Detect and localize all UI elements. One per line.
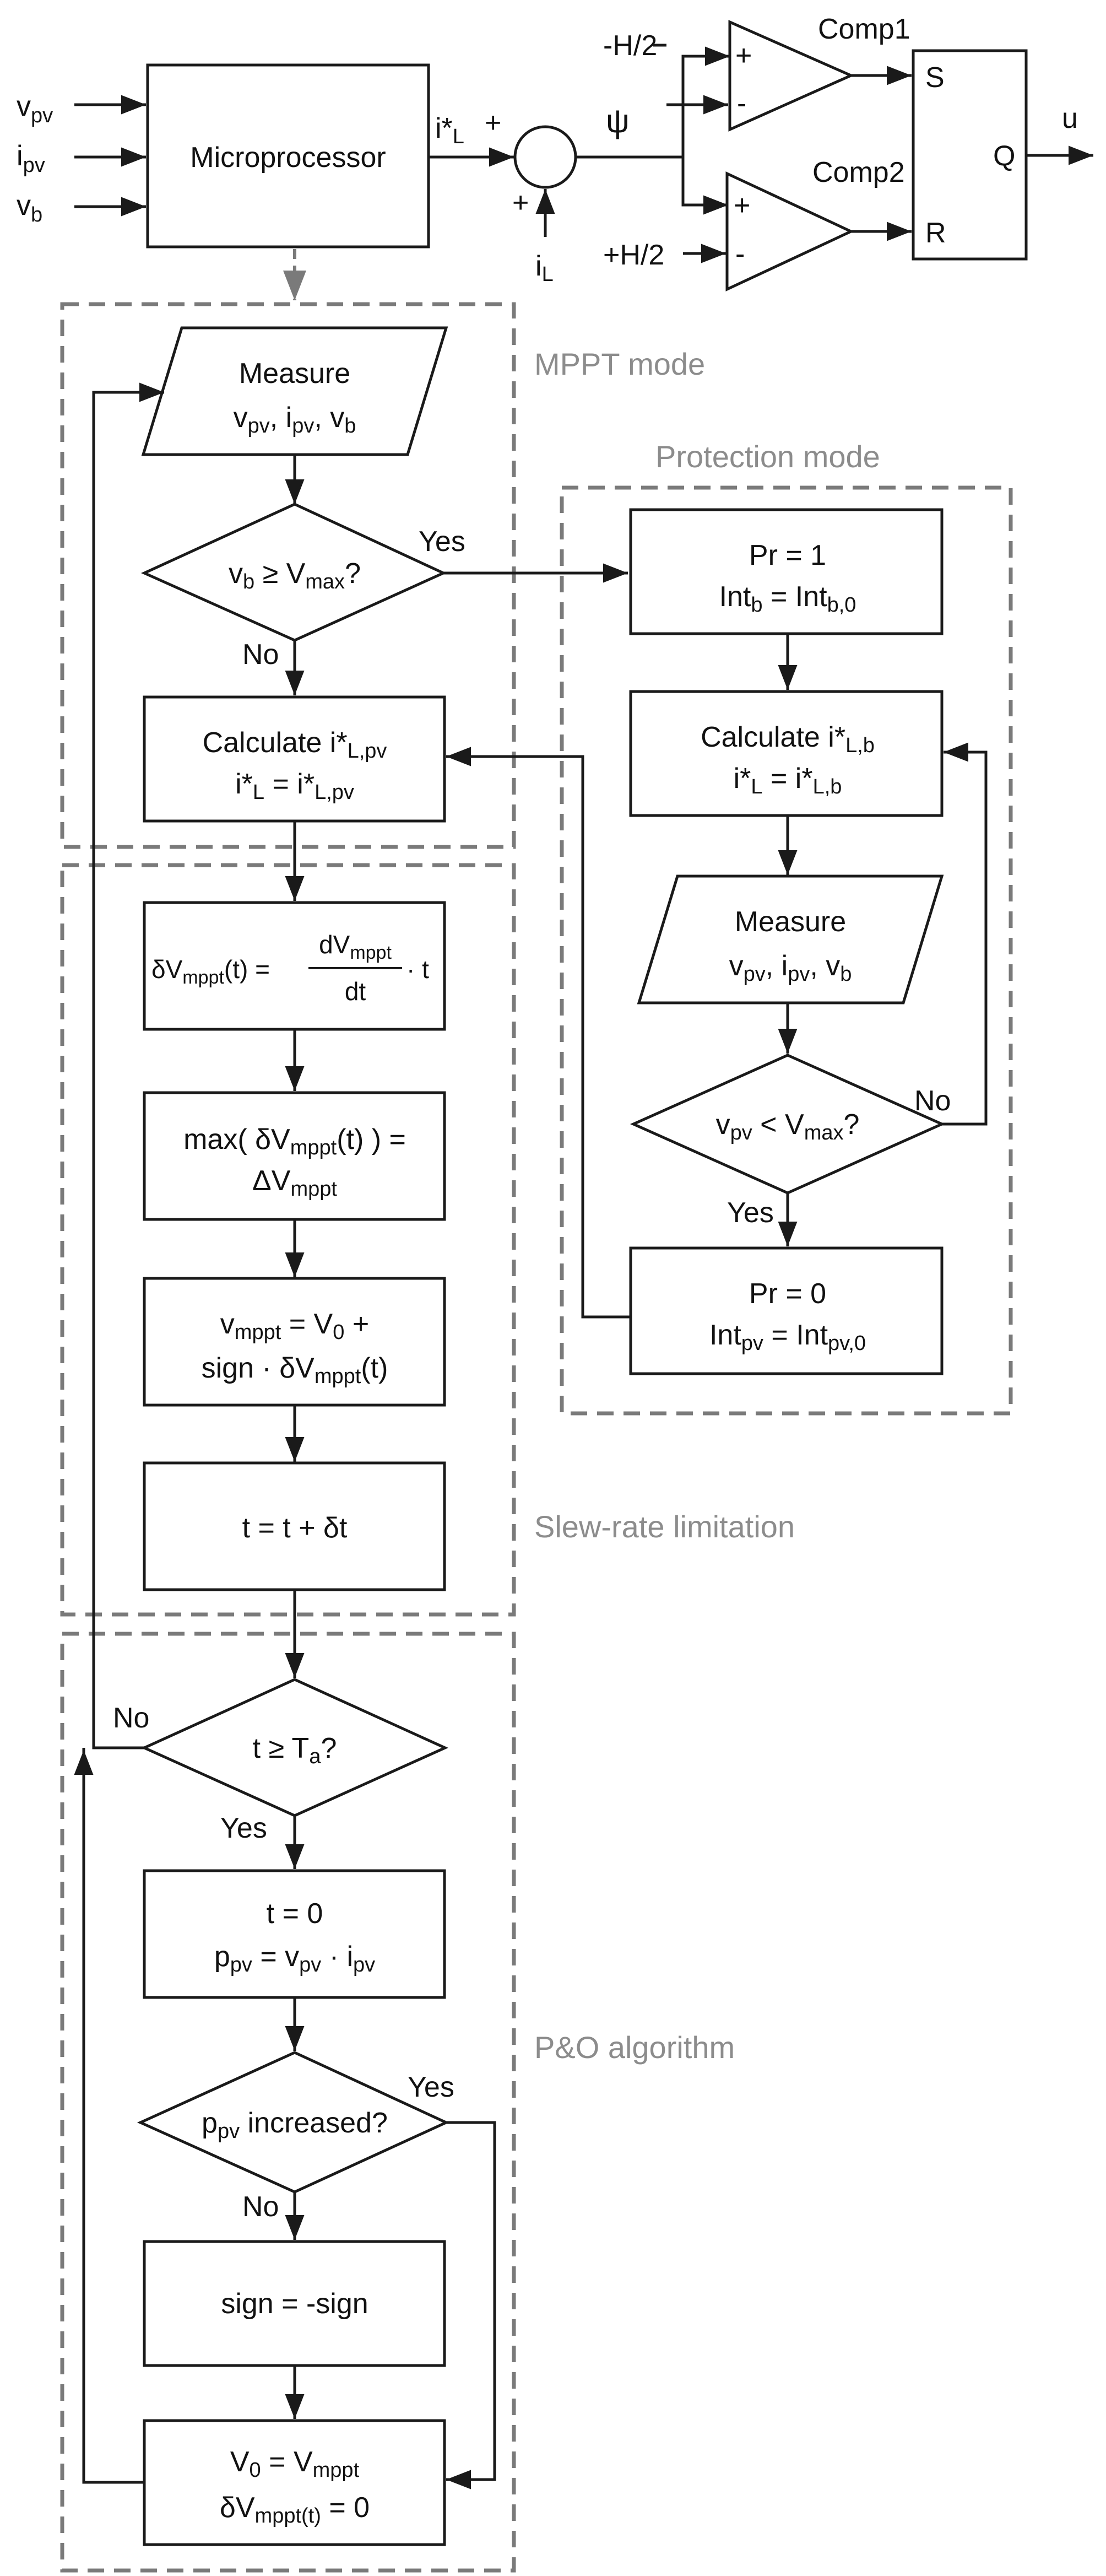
loop-vpv-no	[942, 750, 988, 1126]
latch-s-label: S	[925, 62, 945, 94]
sr-latch	[912, 49, 1028, 261]
measure-vars-protection: vpv, ipv, vb	[729, 950, 852, 986]
pos-half-h-label: +H/2	[603, 239, 664, 271]
pr0-box	[629, 1246, 944, 1375]
decision-vb-no: No	[242, 639, 279, 671]
measure-box-protection	[637, 874, 944, 1005]
comparator-2	[725, 171, 854, 291]
measure-box-mppt	[141, 326, 448, 456]
comp2-minus: -	[735, 238, 745, 270]
decision-ta-label: t ≥ Ta?	[253, 1732, 337, 1768]
measure-label-mppt: Measure	[239, 358, 350, 390]
po-algorithm-region	[60, 1632, 516, 2573]
il-label: iL	[535, 250, 554, 286]
psi-label: ψ	[606, 102, 630, 139]
measure-label-protection: Measure	[735, 906, 846, 938]
sign-flip-label: sign = -sign	[221, 2288, 368, 2320]
decision-vb-label: vb ≥ Vmax?	[229, 558, 361, 593]
v0-update-box	[143, 2419, 446, 2546]
v0-update-line2: δVmppt(t) = 0	[220, 2492, 370, 2528]
time-increment-label: t = t + δt	[242, 1512, 348, 1544]
decision-vb-yes: Yes	[419, 526, 465, 558]
comp2-label: Comp2	[812, 156, 905, 188]
decision-vpv-label: vpv < Vmax?	[716, 1109, 860, 1144]
comp1-minus: -	[737, 88, 746, 120]
output-u-label: u	[1062, 102, 1078, 134]
sign-flip-box	[143, 2240, 446, 2367]
pr1-box	[629, 508, 944, 635]
max-delta-line2: ΔVmppt	[252, 1165, 337, 1201]
pr1-line2: Intb = Intb,0	[719, 581, 856, 617]
slew-rate-label: Slew-rate limitation	[534, 1509, 795, 1544]
sum-plus-top: +	[485, 107, 501, 139]
pr0-line2: Intpv = Intpv,0	[709, 1319, 866, 1355]
calc-iref-pv-line2: i*L = i*L,pv	[235, 768, 354, 804]
mppt-mode-region	[60, 302, 516, 849]
po-algorithm-label: P&O algorithm	[534, 2030, 735, 2065]
delta-vmppt-numerator: dVmppt	[319, 930, 392, 963]
v0-update-line1: V0 = Vmppt	[230, 2446, 360, 2482]
calc-iref-b-box	[629, 690, 944, 817]
decision-ppv-yes: Yes	[408, 2071, 454, 2103]
calc-iref-pv-box	[143, 695, 446, 823]
delta-vmppt-lhs: δVmppt(t) =	[151, 955, 270, 988]
return-pr0-to-calc-pv	[447, 755, 631, 1319]
latch-r-label: R	[925, 217, 946, 249]
input-vb-label: vb	[17, 190, 42, 226]
measure-vars-mppt: vpv, ipv, vb	[234, 402, 356, 438]
max-delta-box	[143, 1091, 446, 1221]
summing-junction	[513, 125, 577, 189]
reset-time-box	[143, 1869, 446, 1999]
calc-iref-b-line2: i*L = i*L,b	[734, 763, 842, 798]
calc-iref-pv-line1: Calculate i*L,pv	[203, 727, 387, 763]
protection-mode-label: Protection mode	[655, 439, 880, 474]
vmppt-update-line1: vmppt = V0 +	[220, 1308, 369, 1344]
slew-rate-region	[60, 863, 516, 1617]
sum-plus-bottom: +	[512, 187, 529, 219]
reset-time-line1: t = 0	[267, 1898, 323, 1930]
mppt-mode-label: MPPT mode	[534, 347, 705, 381]
decision-ppv-no: No	[242, 2191, 279, 2223]
neg-half-h-label: -H/2	[603, 30, 657, 62]
input-ipv-label: ipv	[17, 140, 45, 177]
psi-branch	[681, 55, 730, 157]
comparator-1	[728, 20, 855, 132]
comp2-plus: +	[734, 190, 750, 222]
iref-label: i*L	[435, 112, 464, 148]
max-delta-line1: max( δVmppt(t) ) =	[183, 1124, 406, 1159]
microprocessor-block	[146, 63, 430, 249]
psi-to-comp2-branch	[681, 157, 728, 207]
vmppt-update-box	[143, 1277, 446, 1407]
delta-vmppt-box	[143, 901, 446, 1031]
decision-ta-yes: Yes	[220, 1812, 267, 1844]
reset-time-line2: ppv = vpv · ipv	[214, 1941, 375, 1976]
comp1-plus: +	[735, 40, 752, 72]
comp1-label: Comp1	[818, 13, 910, 45]
latch-q-label: Q	[993, 140, 1015, 172]
path-ppv-yes	[446, 2121, 496, 2481]
microprocessor-label: Microprocessor	[190, 142, 386, 174]
decision-ta-no: No	[113, 1702, 149, 1734]
pr0-line1: Pr = 0	[749, 1278, 826, 1310]
delta-vmppt-denominator: dt	[345, 977, 366, 1006]
delta-vmppt-rhs: · t	[406, 955, 429, 984]
decision-vpv-no: No	[914, 1085, 951, 1117]
protection-mode-region	[560, 485, 1013, 1416]
pr1-line1: Pr = 1	[749, 539, 826, 571]
input-vpv-label: vpv	[17, 90, 53, 127]
decision-vpv-yes: Yes	[727, 1197, 774, 1229]
vmppt-update-line2: sign · δVmppt(t)	[202, 1352, 388, 1388]
calc-iref-b-line1: Calculate i*L,b	[701, 721, 875, 757]
decision-ppv-label: ppv increased?	[202, 2107, 388, 2143]
loop-v0-to-ta	[82, 1748, 144, 2484]
time-increment-box	[143, 1461, 446, 1591]
